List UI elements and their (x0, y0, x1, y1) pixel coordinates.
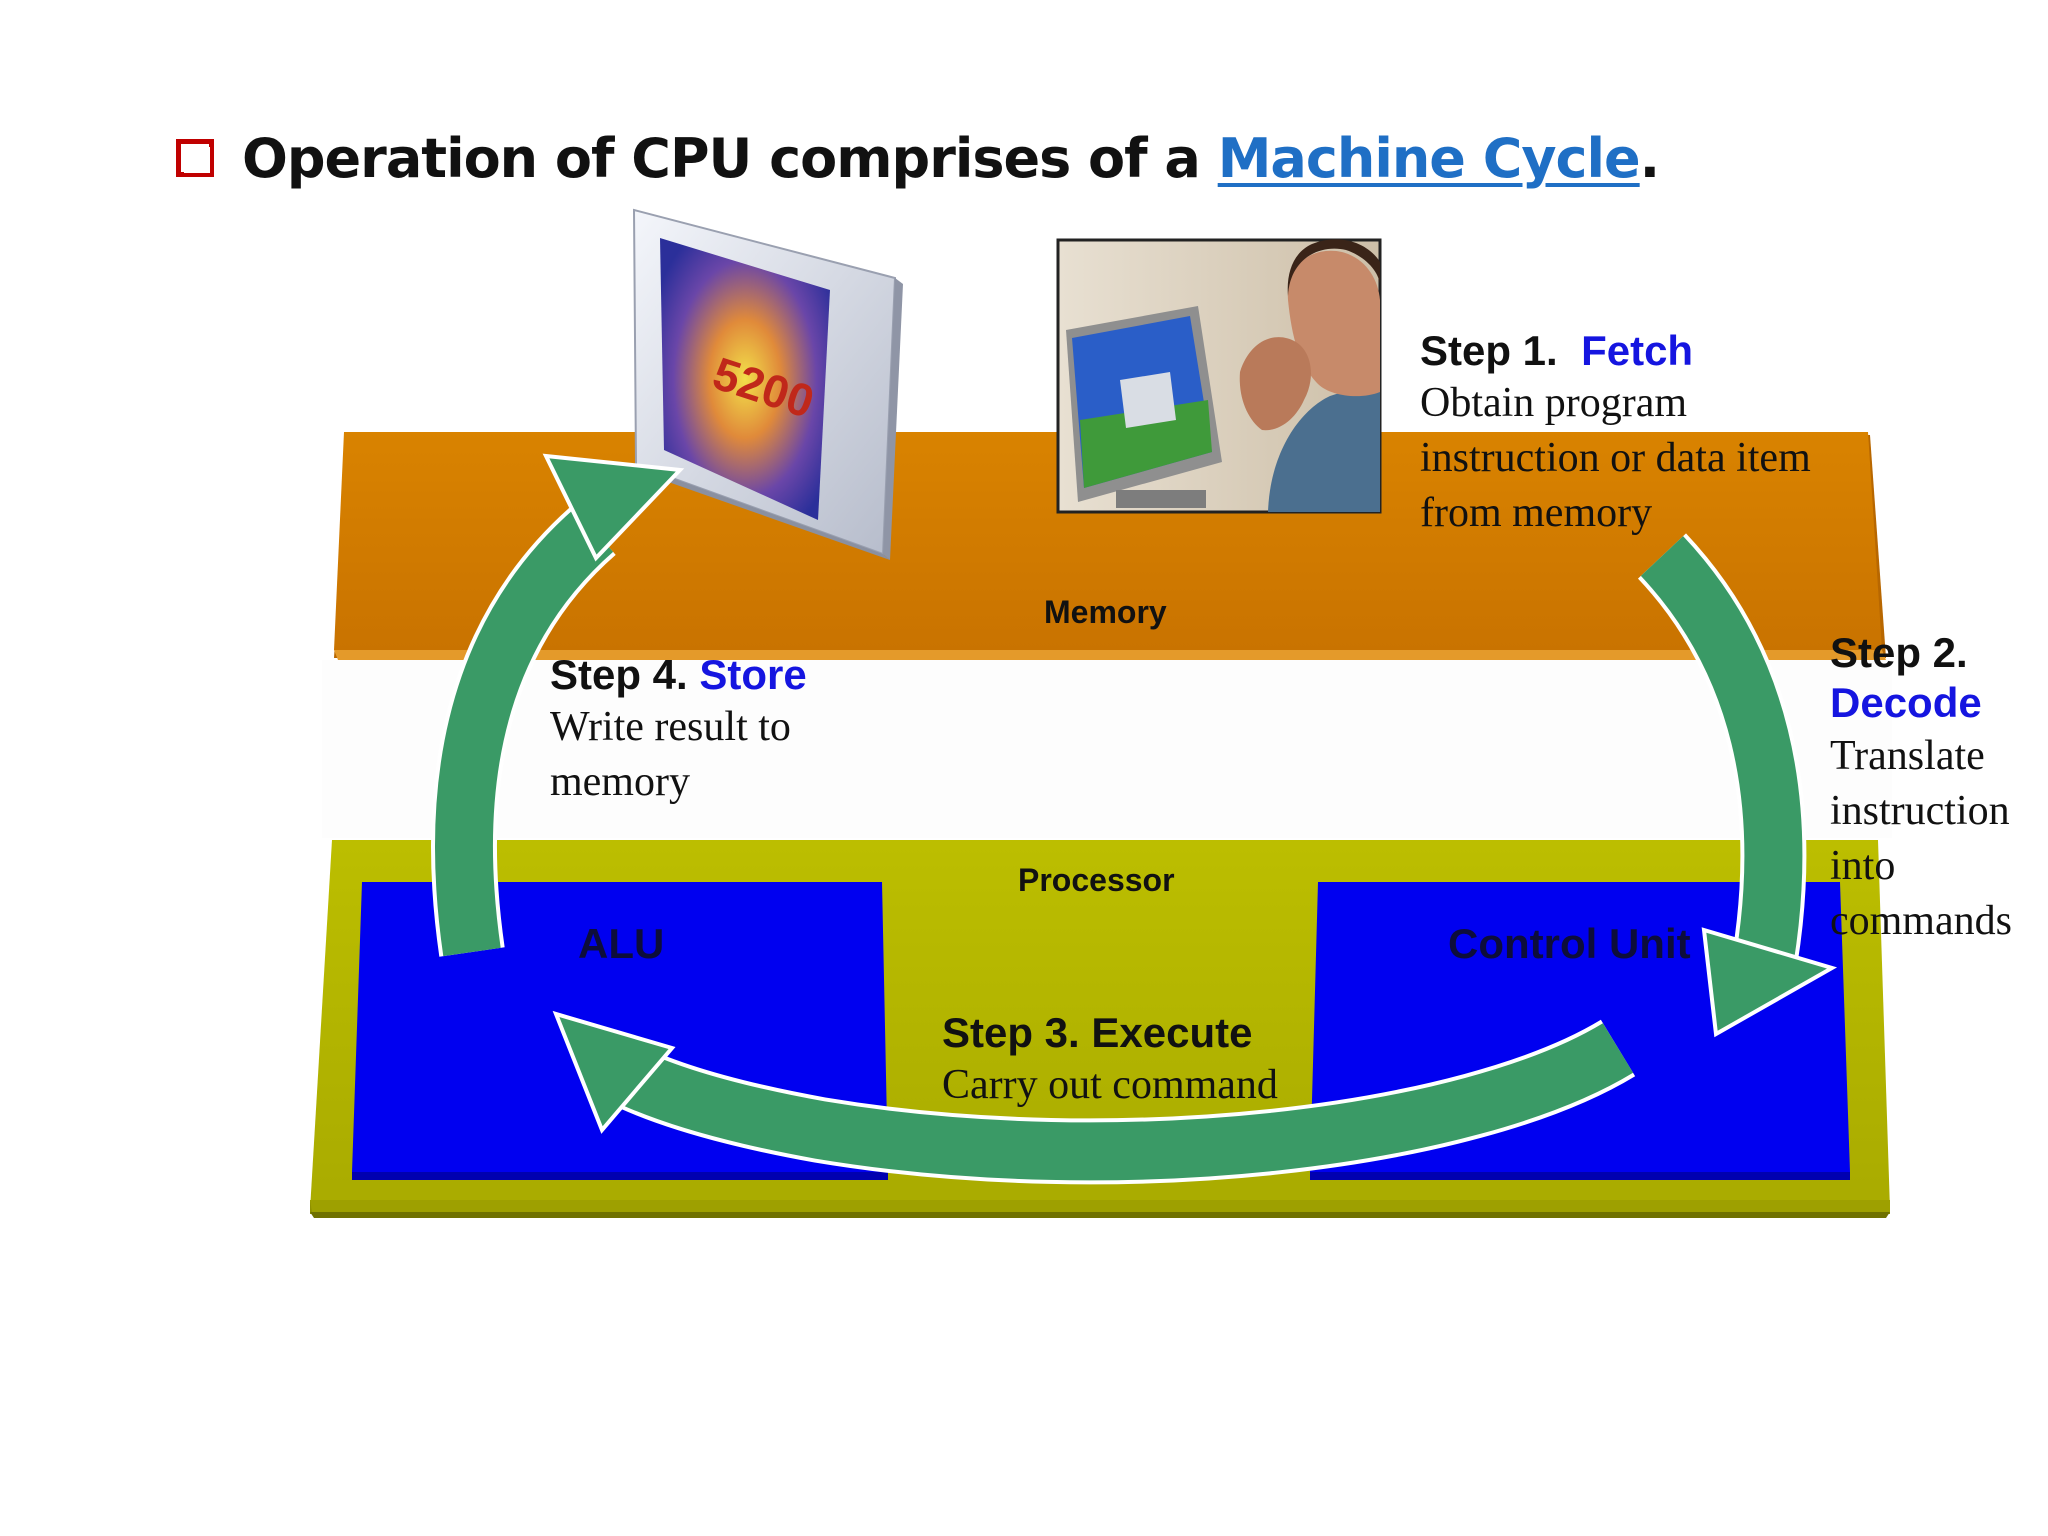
step-3-description-line-1: Carry out command (942, 1062, 1278, 1109)
step-2-decode: Step 2. Decode Translate instruction int… (1830, 628, 2012, 949)
execute-arrow (552, 1010, 1636, 1185)
slide-title: Operation of CPU comprises of a Machine … (242, 126, 1660, 190)
title-prefix: Operation of CPU comprises of a (242, 126, 1218, 190)
title-suffix: . (1639, 126, 1660, 190)
step-3-heading: Step 3. Execute (942, 1008, 1278, 1058)
step-2-description-line-1: Translate (1830, 732, 1985, 779)
memory-label: Memory (1044, 594, 1167, 630)
fetch-to-decode-arrow (1637, 533, 1838, 1038)
step-4-number: Step 4. (550, 651, 688, 698)
machine-cycle-link[interactable]: Machine Cycle (1217, 126, 1641, 190)
step-2-description-line-3: into (1830, 842, 1896, 889)
step-4-store: Step 4. Store Write result to memory (550, 650, 807, 810)
step-4-description-line-1: Write result to (550, 704, 791, 751)
person-at-computer-photo (1056, 238, 1382, 514)
band-gap (322, 660, 1892, 838)
store-arrow (431, 453, 685, 957)
step-3-execute: Step 3. Execute Carry out command (942, 1008, 1278, 1113)
step-1-description-line-3: from memory (1420, 490, 1653, 537)
step-1-description-line-2: instruction or data item (1420, 435, 1811, 482)
step-1-heading: Step 1. Fetch (1420, 326, 1811, 376)
step-2-description-line-4: commands (1830, 897, 2012, 944)
monitor-5200-image (632, 208, 903, 560)
step-4-description-line-2: memory (550, 759, 690, 806)
step-1-fetch: Step 1. Fetch Obtain program instruction… (1420, 326, 1811, 541)
slide-title-row: Operation of CPU comprises of a Machine … (176, 118, 1660, 198)
step-2-name: Decode (1830, 679, 1982, 727)
step-2-description-line-2: instruction (1830, 787, 2010, 834)
step-1-name: Fetch (1581, 327, 1694, 374)
alu-label: ALU (578, 920, 665, 967)
processor-label: Processor (1018, 862, 1175, 898)
control-unit-label: Control Unit (1448, 920, 1691, 967)
step-2-number: Step 2. (1830, 629, 1968, 676)
step-1-description-line-1: Obtain program (1420, 380, 1688, 427)
checkbox-bullet-icon (176, 139, 214, 177)
step-4-heading: Step 4. Store (550, 650, 807, 700)
step-1-number: Step 1. (1420, 327, 1558, 374)
step-3-name: Execute (1091, 1009, 1253, 1056)
step-3-number: Step 3. (942, 1009, 1080, 1056)
step-4-name: Store (699, 651, 807, 698)
